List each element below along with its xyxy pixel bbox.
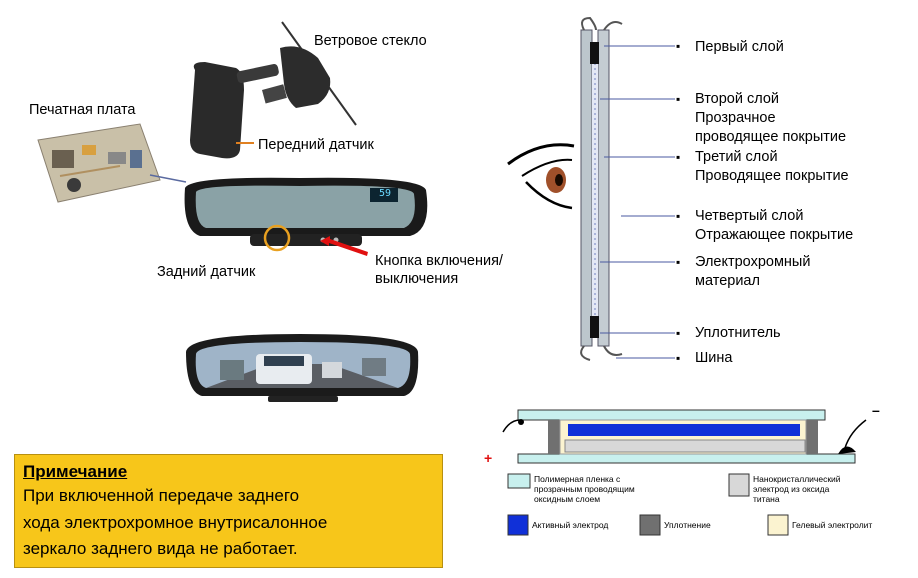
- front-mirror-housing: [190, 46, 331, 159]
- cell-cross-section: [502, 409, 867, 464]
- power-button-label: Кнопка включения/ выключения: [375, 253, 503, 287]
- bullet: ▪: [676, 326, 681, 340]
- note-box: Примечание При включенной передаче задне…: [14, 454, 443, 568]
- legend-polymer-film: Полимерная пленка с прозрачным проводящи…: [534, 474, 635, 504]
- bullet: ▪: [676, 39, 681, 53]
- legend-seal: Уплотнение: [664, 520, 711, 530]
- layer-pointers: [600, 45, 675, 359]
- legend-active-electrode: Активный электрод: [532, 520, 609, 530]
- layer-label-1: Первый слой: [695, 39, 784, 55]
- legend-gel-electrolyte: Гелевый электролит: [792, 520, 873, 530]
- pcb-image: [37, 123, 161, 203]
- note-title: Примечание: [23, 462, 128, 481]
- rear-sensor-ring: [263, 224, 291, 252]
- layer-label-6: Уплотнитель: [695, 325, 781, 341]
- bullet: ▪: [676, 255, 681, 269]
- rear-sensor-label: Задний датчик: [157, 264, 256, 280]
- pcb-label: Печатная плата: [29, 102, 136, 118]
- bullet: ▪: [676, 150, 681, 164]
- eye-icon: [507, 143, 575, 210]
- mirror-display-readout: 59: [378, 188, 392, 199]
- electrochromic-layer-stack: [580, 16, 623, 361]
- bullet: ▪: [676, 209, 681, 223]
- bullet: ▪: [676, 92, 681, 106]
- layer-label-2: Второй слой Прозрачное проводящее покрыт…: [695, 91, 847, 145]
- cross-section-legend-swatches: [507, 473, 789, 536]
- layer-label-4: Четвертый слой Отражающее покрытие: [695, 208, 854, 243]
- legend-nanocrystal-electrode: Нанокристаллический электрод из оксида т…: [753, 474, 841, 504]
- windshield-label: Ветровое стекло: [314, 33, 427, 49]
- note-body: При включенной передаче заднего хода эле…: [23, 486, 328, 558]
- minus-terminal: –: [872, 402, 880, 418]
- plus-terminal: +: [484, 450, 493, 466]
- bullet: ▪: [676, 351, 681, 365]
- layer-label-3: Третий слой Проводящее покрытие: [695, 149, 849, 184]
- mirror-road-view: [186, 334, 419, 402]
- front-sensor-label: Передний датчик: [258, 137, 374, 153]
- power-button-arrow: [320, 236, 368, 256]
- pcb-pointer: [149, 174, 187, 183]
- layer-label-7: Шина: [695, 350, 733, 366]
- layer-label-5: Электрохромный материал: [695, 254, 811, 289]
